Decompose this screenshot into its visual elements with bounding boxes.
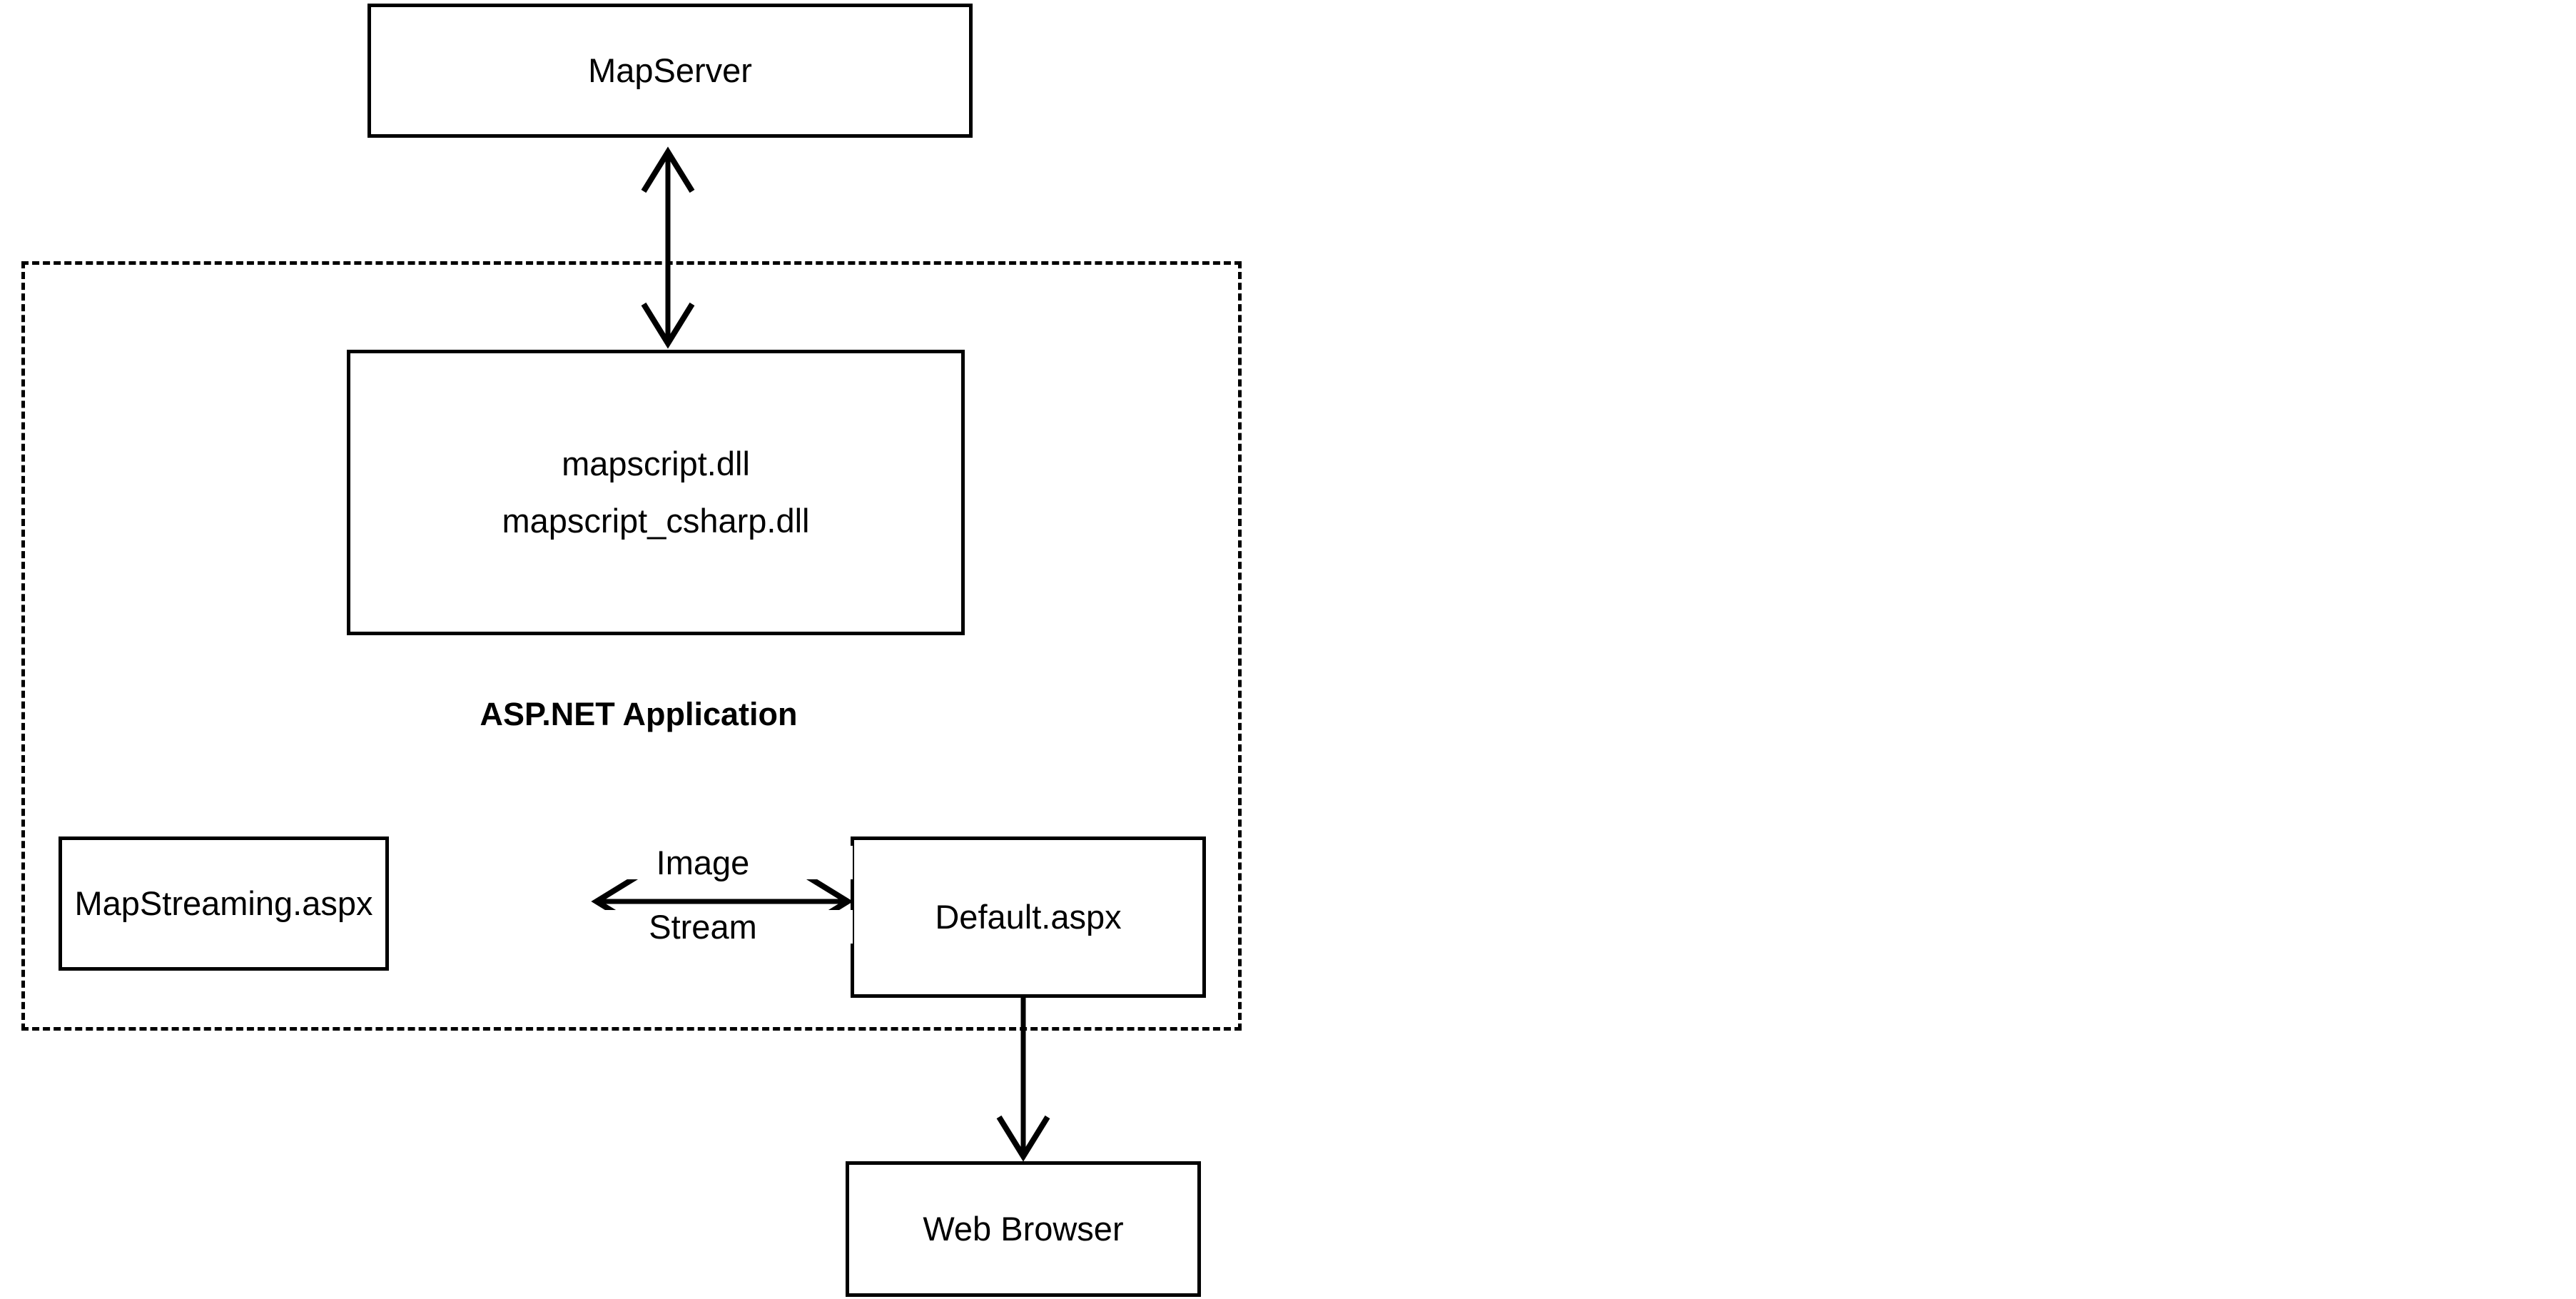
node-mapserver-label: MapServer [588, 51, 752, 90]
edge-mapserver-mapscript-arrow [641, 146, 695, 349]
node-web-browser[interactable]: Web Browser [846, 1161, 1201, 1297]
edge-label-stream: Stream [553, 910, 853, 944]
edge-label-image: Image [553, 846, 853, 879]
node-mapserver[interactable]: MapServer [367, 4, 973, 138]
node-mapstreaming-aspx[interactable]: MapStreaming.aspx [59, 836, 389, 971]
node-mapscript-dll[interactable]: mapscript.dll mapscript_csharp.dll [347, 350, 965, 635]
node-web-browser-label: Web Browser [923, 1210, 1124, 1248]
node-default-aspx[interactable]: Default.aspx [851, 836, 1206, 998]
edge-default-webbrowser-arrow [996, 998, 1050, 1162]
node-default-aspx-label: Default.aspx [935, 898, 1122, 936]
node-mapstreaming-aspx-label: MapStreaming.aspx [74, 884, 373, 923]
node-mapscript-dll-label: mapscript.dll mapscript_csharp.dll [502, 445, 810, 540]
aspnet-application-title: ASP.NET Application [480, 696, 798, 732]
